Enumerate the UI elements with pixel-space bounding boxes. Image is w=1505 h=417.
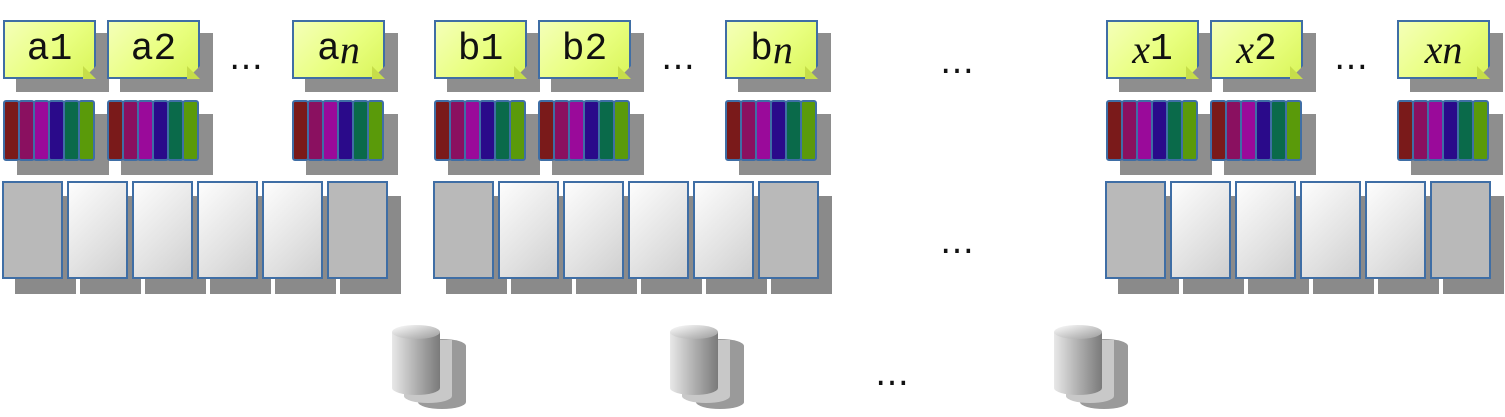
label-prefix: b — [750, 28, 773, 71]
label-prefix: b — [561, 28, 585, 71]
data-page — [498, 181, 559, 279]
label-fold — [1186, 66, 1199, 79]
label-prefix: a — [26, 28, 50, 71]
data-page — [1365, 181, 1426, 279]
data-page — [327, 181, 388, 279]
label-suffix: 1 — [480, 28, 504, 71]
label-prefix: x — [1132, 27, 1150, 72]
label-prefix: a — [317, 28, 340, 71]
color-strip — [367, 100, 384, 161]
ellipsis-4: … — [940, 42, 975, 82]
label-prefix: x — [1424, 27, 1443, 72]
color-strip — [182, 100, 199, 161]
label-suffix: 1 — [49, 28, 73, 71]
database-icon — [390, 322, 470, 412]
data-page — [1170, 181, 1231, 279]
label-suffix: 2 — [153, 28, 177, 71]
data-page — [1235, 181, 1296, 279]
data-page — [433, 181, 494, 279]
label-suffix: n — [1442, 27, 1463, 72]
data-page — [197, 181, 258, 279]
label-suffix: 2 — [584, 28, 608, 71]
data-page — [758, 181, 819, 279]
label-fold — [187, 66, 200, 79]
label-suffix: n — [772, 27, 793, 72]
ellipsis-6: … — [875, 354, 910, 394]
label-prefix: b — [457, 28, 481, 71]
label-prefix: a — [130, 28, 154, 71]
ellipsis-1: … — [229, 38, 264, 78]
ellipsis-5: … — [940, 222, 975, 262]
label-suffix: 2 — [1253, 28, 1277, 71]
color-strip — [509, 100, 526, 161]
color-strip — [1181, 100, 1198, 161]
data-page — [1430, 181, 1491, 279]
data-page — [2, 181, 63, 279]
data-page — [693, 181, 754, 279]
data-page — [1105, 181, 1166, 279]
ellipsis-2: … — [661, 38, 696, 78]
data-page — [132, 181, 193, 279]
label-fold — [805, 66, 818, 79]
label-prefix: x — [1236, 27, 1254, 72]
data-page — [67, 181, 128, 279]
ellipsis-3: … — [1334, 38, 1369, 78]
color-strip — [1472, 100, 1489, 161]
label-suffix: 1 — [1149, 28, 1173, 71]
color-strip — [613, 100, 630, 161]
data-page — [1300, 181, 1361, 279]
data-page — [628, 181, 689, 279]
data-page — [563, 181, 624, 279]
label-suffix: n — [339, 27, 360, 72]
color-strip — [800, 100, 817, 161]
color-strip — [1285, 100, 1302, 161]
label-fold — [1477, 66, 1490, 79]
label-fold — [372, 66, 385, 79]
label-fold — [1290, 66, 1303, 79]
data-page — [262, 181, 323, 279]
label-fold — [83, 66, 96, 79]
database-icon — [1052, 322, 1132, 412]
database-icon — [668, 322, 748, 412]
label-fold — [514, 66, 527, 79]
color-strip — [78, 100, 95, 161]
label-fold — [618, 66, 631, 79]
